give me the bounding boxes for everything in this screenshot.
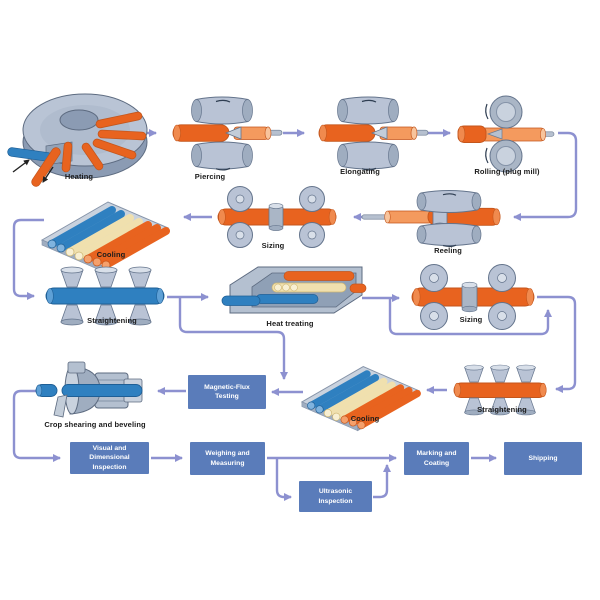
piercing-illustration <box>172 96 283 171</box>
sizing-illustration-2 <box>411 264 535 330</box>
arrow-weighing-branch-to-ultrasonic <box>275 458 292 501</box>
box-weighing-measuring: Weighing and Measuring <box>190 442 265 475</box>
heat-treating-illustration <box>221 266 367 314</box>
label-straightening-1: Straightening <box>87 316 137 325</box>
box-visual-dimensional-inspection: Visual and Dimensional Inspection <box>70 442 149 474</box>
arrow-rolling-to-reeling <box>513 131 578 221</box>
box-magnetic-flux-testing: Magnetic-Flux Testing <box>188 375 266 409</box>
box-line: Marking and <box>416 450 457 458</box>
sizing-rolls <box>227 186 325 248</box>
clamp <box>67 361 86 374</box>
billet-direction-arrows <box>12 159 54 183</box>
flow-arrows <box>12 129 578 501</box>
pipe-in <box>221 295 261 306</box>
box-line: Inspection <box>318 497 353 505</box>
cooling-illustration-1 <box>42 202 168 271</box>
label-heating: Heating <box>64 172 94 181</box>
box-ultrasonic-inspection: Ultrasonic Inspection <box>299 481 372 512</box>
furnace-center-hole <box>59 109 99 131</box>
box-line: Testing <box>215 393 239 400</box>
label-sizing-2: Sizing <box>459 315 483 324</box>
reeling-illustration <box>361 190 501 248</box>
elongating-illustration <box>318 96 429 171</box>
beveling-tool <box>53 394 68 418</box>
label-piercing: Piercing <box>194 172 226 181</box>
label-cooling-1: Cooling <box>96 250 126 259</box>
box-line: Shipping <box>528 454 558 462</box>
pipe-out <box>349 283 367 293</box>
rolling-plug-mill-illustration <box>457 95 555 173</box>
label-elongating: Elongating <box>340 167 380 176</box>
arrow-crop-shearing-to-visual-inspection <box>12 389 61 462</box>
arrow-ultrasonic-merge-to-marking <box>373 464 391 499</box>
box-line: Coating <box>423 459 450 467</box>
box-line: Ultrasonic <box>318 488 353 496</box>
bottom-roller <box>420 223 478 246</box>
box-shipping: Shipping <box>504 442 582 475</box>
label-heat-treating: Heat treating <box>266 319 314 328</box>
box-line: Visual and <box>92 445 127 453</box>
sizing-rolls <box>420 264 516 330</box>
arrow-sizing-to-straightening-2 <box>537 295 577 393</box>
heating-illustration <box>7 93 148 187</box>
straightening-illustration-1 <box>45 266 165 326</box>
label-cooling-2: Cooling <box>350 414 380 423</box>
arrow-heat-treating-bypass-around-sizing <box>388 298 552 336</box>
label-straightening-2: Straightening <box>477 405 527 414</box>
label-sizing-1: Sizing <box>261 241 285 250</box>
crop-shearing-illustration <box>35 361 143 418</box>
pipe <box>61 384 143 397</box>
box-line: Dimensional Inspection <box>89 454 130 471</box>
arrow-cooling-to-straightening <box>12 218 44 300</box>
label-reeling: Reeling <box>434 246 462 255</box>
box-marking-coating: Marking and Coating <box>404 442 469 475</box>
box-line: Measuring <box>210 459 245 467</box>
label-rolling: Rolling (plug mill) <box>474 167 540 176</box>
arrow-straightening-bypass-to-magnetic-flux-testing <box>178 297 288 380</box>
hot-billets <box>61 111 147 173</box>
box-line: Weighing and <box>205 450 250 458</box>
straightening-illustration-2 <box>453 364 547 416</box>
sizing-illustration-1 <box>217 186 337 248</box>
box-line: Magnetic-Flux <box>204 383 250 391</box>
label-crop-shearing: Crop shearing and beveling <box>44 420 146 429</box>
